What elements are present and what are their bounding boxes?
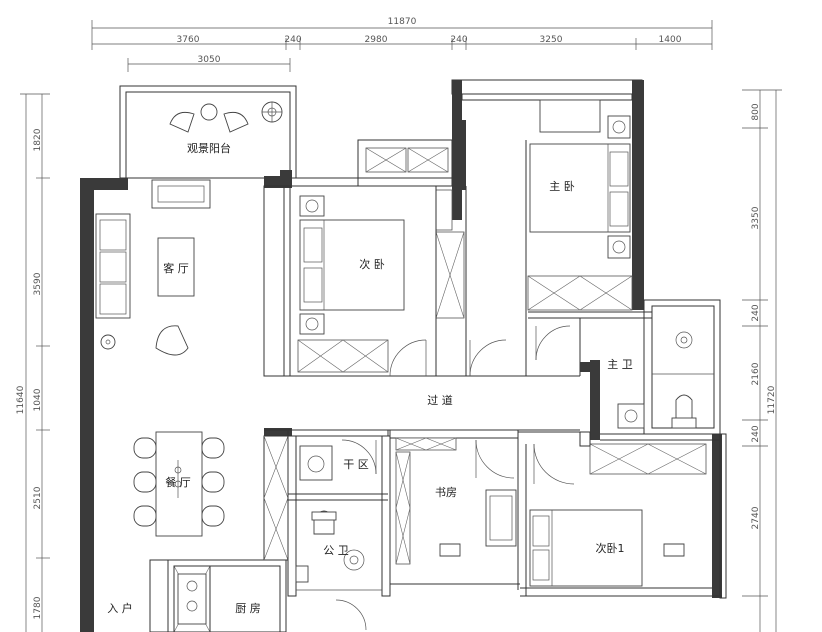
dry-area-public-bath — [263, 428, 391, 631]
balcony — [119, 85, 297, 179]
study — [389, 429, 520, 590]
dim-top-seg-6: 1400 — [659, 35, 682, 45]
label-corridor: 过 道 — [427, 393, 453, 407]
label-public-bath: 公 卫 — [323, 544, 349, 557]
entrance-cabinets — [149, 559, 211, 632]
dim-right-seg-5: 240 — [751, 425, 761, 442]
dim-top-total: 11870 — [388, 17, 417, 27]
dim-top-seg-2: 240 — [284, 35, 301, 45]
dim-right-seg-2: 3350 — [751, 206, 761, 229]
dim-left-seg-4: 2510 — [33, 486, 43, 509]
right-dimension-lines — [742, 89, 782, 632]
top-dimension-lines — [91, 20, 713, 72]
second-bedroom — [263, 176, 580, 377]
dim-right-seg-3: 240 — [751, 304, 761, 321]
dim-right-total: 11720 — [767, 385, 777, 414]
kitchen — [167, 559, 287, 632]
label-entrance: 入 户 — [107, 601, 133, 615]
label-dry-area: 干 区 — [343, 458, 369, 471]
dim-top-seg-4: 240 — [450, 35, 467, 45]
left-dimension-lines — [20, 93, 50, 632]
label-kitchen: 厨 房 — [235, 602, 261, 615]
label-study: 书房 — [435, 486, 457, 499]
label-balcony: 观景阳台 — [187, 141, 231, 155]
exterior-walls — [80, 79, 727, 632]
dim-right-seg-6: 2740 — [751, 506, 761, 529]
label-dining-room: 餐 厅 — [165, 475, 191, 489]
dim-left-total: 11640 — [16, 385, 26, 414]
dining-furniture — [133, 431, 225, 537]
dim-top-seg-5: 3250 — [540, 35, 563, 45]
interior-walls — [263, 140, 600, 596]
second-bedroom-1 — [529, 431, 707, 587]
dim-right-seg-4: 2160 — [751, 362, 761, 385]
living-room-furniture — [95, 179, 211, 356]
dim-left-seg-3: 1040 — [33, 388, 43, 411]
dim-balcony-width: 3050 — [198, 55, 221, 65]
label-living-room: 客 厅 — [163, 261, 189, 275]
label-second-bedroom-1: 次卧1 — [596, 541, 625, 555]
dim-top-seg-1: 3760 — [177, 35, 200, 45]
dim-left-seg-5: 1780 — [33, 596, 43, 619]
dim-left-seg-2: 3590 — [33, 272, 43, 295]
master-bedroom — [461, 93, 633, 311]
dim-right-seg-1: 800 — [751, 103, 761, 120]
dim-top-seg-3: 2980 — [365, 35, 388, 45]
dim-left-seg-1: 1820 — [33, 128, 43, 151]
label-second-bedroom: 次 卧 — [359, 257, 385, 271]
master-bath — [528, 311, 720, 441]
label-master-bath: 主 卫 — [607, 358, 633, 371]
label-master-bedroom: 主 卧 — [549, 180, 575, 193]
